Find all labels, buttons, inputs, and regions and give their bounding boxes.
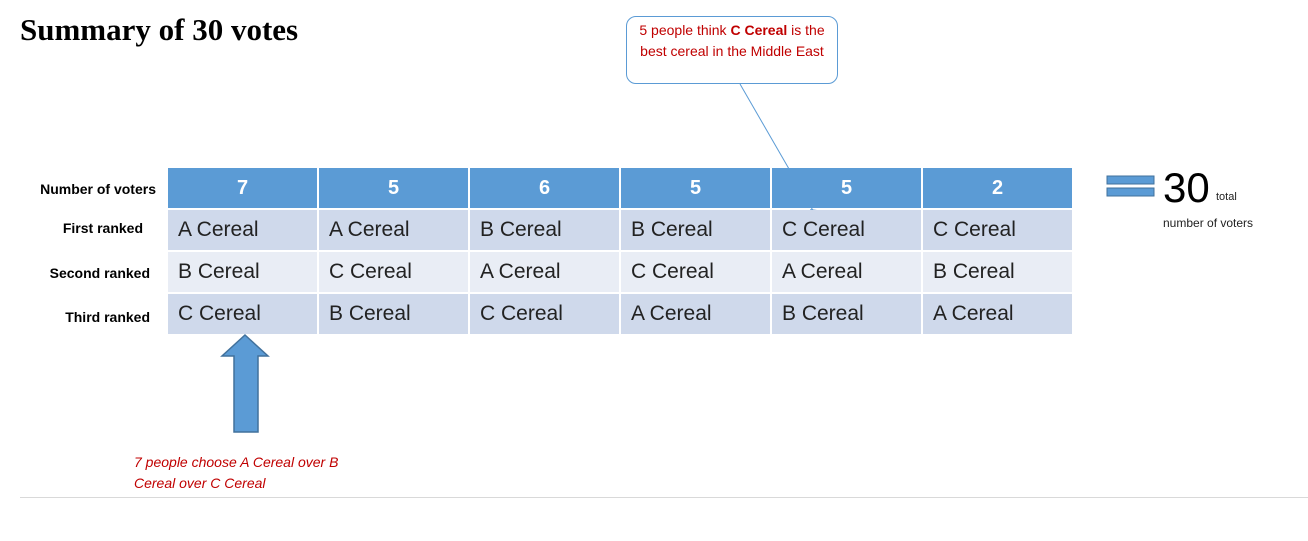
third-ranked-cell: B Cereal [772, 294, 921, 334]
arrow-annotation: 7 people choose A Cereal over B Cereal o… [134, 454, 339, 491]
page-title: Summary of 30 votes [20, 12, 299, 47]
first-ranked-cell: A Cereal [319, 210, 468, 250]
voters-cell: 5 [772, 168, 921, 208]
first-ranked-cell: B Cereal [621, 210, 770, 250]
third-ranked-cell: A Cereal [923, 294, 1072, 334]
row-label-voters: Number of voters [40, 181, 156, 197]
third-ranked-row: C Cereal B Cereal C Cereal A Cereal B Ce… [168, 294, 1072, 334]
first-ranked-row: A Cereal A Cereal B Cereal B Cereal C Ce… [168, 210, 1072, 250]
voters-cell: 7 [168, 168, 317, 208]
second-ranked-row: B Cereal C Cereal A Cereal C Cereal A Ce… [168, 252, 1072, 292]
voters-cell: 5 [621, 168, 770, 208]
row-label-first: First ranked [62, 220, 143, 236]
second-ranked-cell: C Cereal [621, 252, 770, 292]
voters-cell: 6 [470, 168, 619, 208]
callout-text-bold: C Cereal [730, 22, 788, 38]
divider-line [20, 497, 1308, 498]
second-ranked-cell: A Cereal [470, 252, 619, 292]
row-label-third: Third ranked [65, 309, 150, 325]
voters-cell: 2 [923, 168, 1072, 208]
total-word: total [1216, 191, 1237, 203]
third-ranked-cell: B Cereal [319, 294, 468, 334]
first-ranked-cell: B Cereal [470, 210, 619, 250]
row-label-second: Second ranked [49, 265, 150, 281]
second-ranked-cell: B Cereal [168, 252, 317, 292]
callout-text-after: is the best cereal in the Middle East [640, 22, 825, 59]
third-ranked-cell: C Cereal [168, 294, 317, 334]
callout-text-before: 5 people think [639, 22, 731, 38]
up-arrow-icon [220, 333, 270, 433]
ranking-table: 7 5 6 5 5 2 A Cereal A Cereal B Cereal B… [166, 166, 1074, 336]
total-votes-label: number of voters [1163, 216, 1254, 230]
total-votes-value: 30 [1163, 164, 1210, 211]
third-ranked-cell: A Cereal [621, 294, 770, 334]
callout-box: 5 people think C Cereal is the best cere… [626, 16, 838, 84]
first-ranked-cell: C Cereal [923, 210, 1072, 250]
second-ranked-cell: B Cereal [923, 252, 1072, 292]
voters-row: 7 5 6 5 5 2 [168, 168, 1072, 208]
equals-sign-icon [1106, 175, 1155, 197]
first-ranked-cell: A Cereal [168, 210, 317, 250]
third-ranked-cell: C Cereal [470, 294, 619, 334]
second-ranked-cell: A Cereal [772, 252, 921, 292]
first-ranked-cell: C Cereal [772, 210, 921, 250]
second-ranked-cell: C Cereal [319, 252, 468, 292]
voters-cell: 5 [319, 168, 468, 208]
